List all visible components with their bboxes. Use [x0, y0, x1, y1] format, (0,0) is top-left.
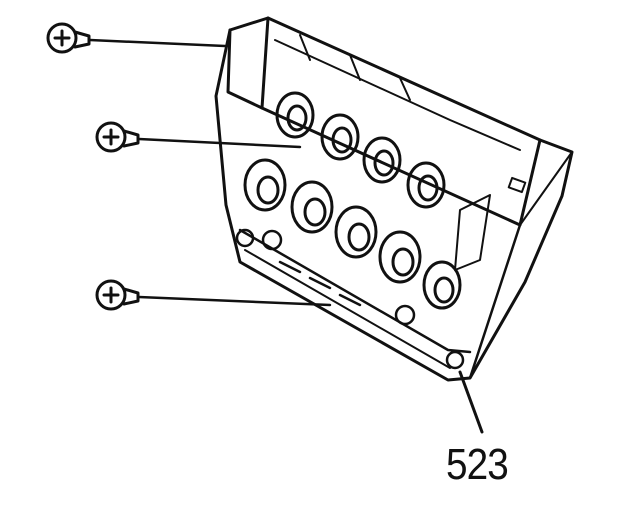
part-number-label: 523: [446, 440, 509, 489]
base-details: [235, 228, 465, 370]
screw-icon-middle: [95, 121, 302, 153]
printhead-unit: [214, 16, 574, 382]
nozzle-row-top: [275, 91, 446, 209]
screw-icon-bottom: [95, 279, 332, 311]
screw-icon-top: [46, 22, 227, 54]
nozzle-row-bottom: [243, 158, 462, 310]
leader-line: [458, 370, 484, 434]
